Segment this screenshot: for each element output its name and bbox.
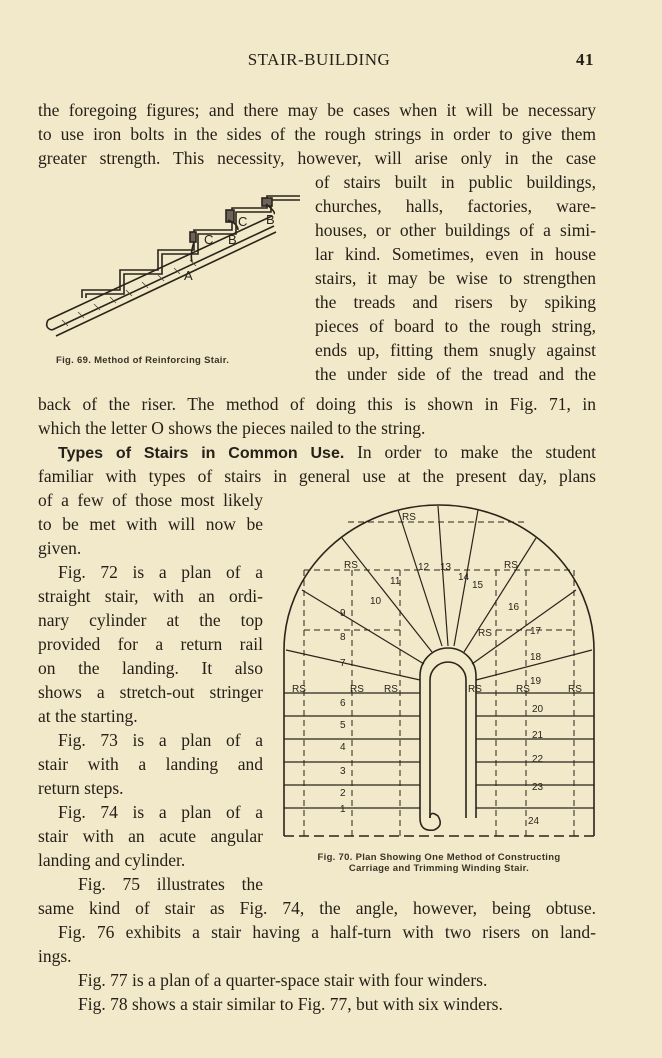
text-line: houses, or other buildings of a simi- [315,220,596,240]
text-line: ings. [38,946,72,966]
fig70-step-number: 18 [530,652,542,663]
text-line: Fig. 73 is a plan of a [58,730,263,750]
text-line: stair with an acute angular [38,826,263,846]
fig70-step-number: 4 [340,742,346,753]
text-line: to use iron bolts in the sides of the ro… [38,124,596,144]
text-line: shows a stretch-out stringer [38,682,263,702]
text-line: lar kind. Sometimes, even in house [315,244,596,264]
fig70-rs-label: RS [478,628,492,639]
fig70-step-number: 8 [340,632,346,643]
figure-70-caption-line: Carriage and Trimming Winding Stair. [348,863,530,874]
text-line: straight stair, with an ordi- [38,586,263,606]
text-line: stairs, it may be wise to strengthen [315,268,596,288]
fig70-step-number: 3 [340,766,346,777]
text-line: on the landing. It also [38,658,263,678]
fig70-step-number: 9 [340,608,346,619]
figure-69-reinforced-stair: A B C C B [45,195,300,337]
text-line: pieces of board to the rough string, [315,316,596,336]
page-number: 41 [576,50,594,69]
fig70-step-number: 5 [340,720,346,731]
running-header: STAIR-BUILDING 41 [38,50,600,74]
text-line: Fig. 78 shows a stair similar to Fig. 77… [78,994,503,1014]
fig69-label-c: C [238,214,247,229]
text-line: Fig. 76 exhibits a stair having a half-t… [58,922,596,942]
fig70-step-number: 13 [440,562,452,573]
section-heading: Types of Stairs in Common Use. [58,445,345,462]
figure-69-caption: Fig. 69. Method of Reinforcing Stair. [56,355,230,366]
fig70-step-number: 2 [340,788,346,799]
text-line: to be met with will now be [38,514,263,534]
text-line: the treads and risers by spiking [315,292,596,312]
figure-70-caption-line: Fig. 70. Plan Showing One Method of Cons… [317,852,561,863]
fig70-rs-label: RS [516,684,530,695]
fig70-rs-label: RS [402,512,416,523]
text-line: nary cylinder at the top [38,610,263,630]
text-line: familiar with types of stairs in general… [38,466,596,486]
fig69-label-a: A [184,268,193,283]
fig70-step-number: 20 [532,704,544,715]
text-line: same kind of stair as Fig. 74, the angle… [38,898,596,918]
fig70-rs-label: RS [350,684,364,695]
fig70-step-number: 22 [532,754,544,765]
fig70-step-number: 19 [530,676,542,687]
fig70-rs-label: RS [384,684,398,695]
fig70-step-number: 12 [418,562,430,573]
fig70-step-number: 15 [472,580,484,591]
fig69-label-b: B [228,232,237,247]
text-line: landing and cylinder. [38,850,186,870]
text-line: given. [38,538,82,558]
fig70-rs-label: RS [568,684,582,695]
text-line: stair with a landing and [38,754,263,774]
text-line: back of the riser. The method of doing t… [38,394,596,414]
fig70-rs-label: RS [504,560,518,571]
fig70-rs-label: RS [344,560,358,571]
fig70-step-number: 16 [508,602,520,613]
text-line: Fig. 74 is a plan of a [58,802,263,822]
text-line: of a few of those most likely [38,490,263,510]
text-line: greater strength. This necessity, howeve… [38,148,596,168]
figure-70-caption: Fig. 70. Plan Showing One Method of Cons… [276,852,602,874]
text-line: the under side of the tread and the [315,364,596,384]
fig70-step-number: 21 [532,730,544,741]
text-line: the foregoing figures; and there may be … [38,100,596,120]
text-line: which the letter O shows the pieces nail… [38,418,426,438]
fig70-step-number: 23 [532,782,544,793]
fig70-step-number: 17 [530,626,542,637]
fig70-step-number: 11 [390,576,401,587]
running-title: STAIR-BUILDING [247,50,391,69]
fig70-step-number: 6 [340,698,346,709]
text-line: Fig. 77 is a plan of a quarter-space sta… [78,970,488,990]
fig70-rs-label: RS [468,684,482,695]
text-line: churches, halls, factories, ware- [315,196,596,216]
text-line: at the starting. [38,706,138,726]
text-line: Fig. 72 is a plan of a [58,562,263,582]
section-line: Types of Stairs in Common Use. In order … [58,440,596,466]
text-line: Fig. 75 illustrates the [78,874,263,894]
text-line: of stairs built in public buildings, [315,172,596,192]
section-text: In order to make the student [344,442,596,462]
fig69-label-b: B [266,212,275,227]
fig70-step-number: 7 [340,658,346,669]
fig70-rs-label: RS [292,684,306,695]
text-line: return steps. [38,778,124,798]
text-line: provided for a return rail [38,634,263,654]
fig70-step-number: 1 [340,804,346,815]
fig70-step-number: 10 [370,596,382,607]
fig69-label-c: C [204,232,213,247]
fig70-step-number: 24 [528,816,540,827]
text-line: ends up, fitting them snugly against [315,340,596,360]
fig70-step-number: 14 [458,572,470,583]
